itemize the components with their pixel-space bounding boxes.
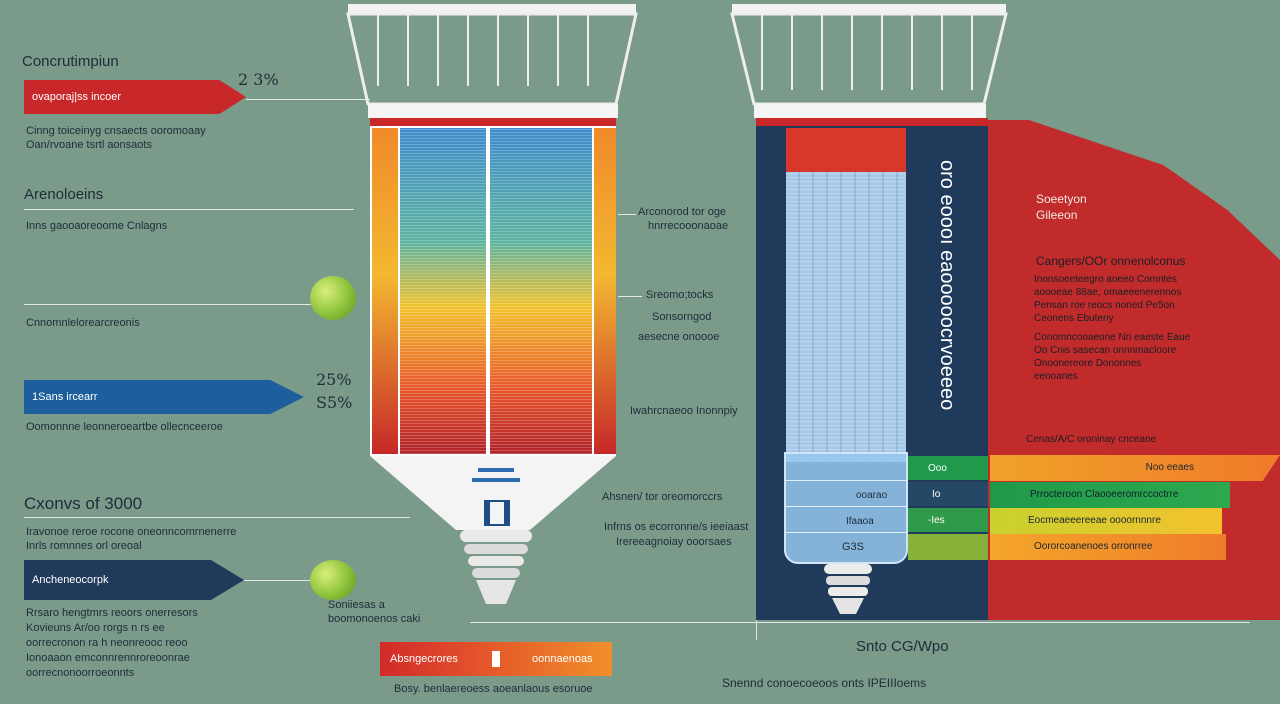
right-bottom-title: Snto CG/Wpo [856,638,949,655]
red-title-2: Gileeon [1036,208,1078,222]
navy-desc-2: Kovieuns Ar/oo rorgs n rs ee [26,622,165,634]
red-p2-1: Conomncooaeone Nn eaeste Eaue [1034,332,1191,343]
ball-label-1: Soniiesas a [328,599,385,611]
red-p1-2: aoooeae 88ae, omaeeenerennos [1034,287,1182,298]
stripe-green-left-2 [908,508,988,532]
green-ball-2 [310,560,356,600]
right-axis-label: Cenas/A/C oroninay cnceaoe [1026,434,1157,445]
navy-desc-4: Ionoaaon emconnrennroreoonrae [26,652,190,664]
right-tick-1 [756,620,757,640]
bottom-center-banner: Absngecrores oonnaenoas [380,642,612,676]
center-bulb-illustration [346,4,638,604]
tank-label-3: G3S [842,541,865,553]
tank-label-1: ooarao [856,490,888,501]
navy-banner: Ancheneocorpk [24,560,244,600]
ball-label-2: boomonoenos caki [328,613,421,625]
center-label-3: Iwahrcnaeoo Inonnpiy [630,405,738,417]
right-fixture-illustration [730,4,1008,118]
red-p1-4: Ceonens Ebuteny [1034,313,1114,324]
section2-desc: Inns gaooaoreoome Cnlagns [26,220,168,232]
blue-pct-1: 25% [316,370,352,389]
blue-pct-2: S5% [316,393,353,412]
red-desc-2: Oan/rvoane tsrtl aonsaots [26,139,152,151]
center-label-1b: hnrrecooonaoae [648,220,729,232]
center-label-2c: aesecne onoooe [638,331,720,343]
center-leader-1 [618,214,636,215]
stripe-green-2: Prrocteroon Claooeeromrccoctrre [990,482,1230,508]
center-label-2a: Sreomo;tocks [646,289,714,301]
section4-line [24,517,410,518]
center-label-2b: Sonsorngod [652,311,712,323]
section4-desc-1: Iravonoe reroe rocone oneonncomrnenerre [26,526,237,538]
red-title-1: Soeetyon [1036,192,1087,206]
tank-divider-2 [786,506,906,507]
tank-label-2: Ifaaoa [846,516,874,527]
stripe-lime-left [908,534,988,560]
red-banner-pct: 2 3% [238,70,279,89]
bottom-center-caption: Bosy. benlaereoess aoeanlaous esoruoe [394,683,593,695]
tank-value-2: Io [932,489,941,500]
red-sub: Cangers/OOr onnenolconus [1036,254,1186,268]
navy-desc-1: Rrsaro hengtmrs reoors onerresors [26,607,198,619]
section2-line [24,209,354,210]
stripe-green-left [908,456,988,480]
bottom-banner-divider [492,651,500,667]
navy-desc-5: oorrecnonoorroeonnts [26,667,135,679]
red-p1-1: Inonsoeeteegro aoeeo Comntes [1034,274,1177,285]
stripe-orange-1: Noo eeaes [990,455,1280,481]
red-p2-3: Onoonereore Dononnes [1034,358,1142,369]
stripe-orange-4: Oororcoanenoes orronrree [990,534,1226,560]
navy-leader-line [244,580,318,581]
tank-value-3: -Ies [928,515,945,526]
red-p1-3: Pensan roe reocs noned Pe5on [1034,300,1175,311]
right-tank-lines [786,172,906,462]
right-bulb-base [824,564,872,614]
stripe-navy-left [908,482,988,506]
green-ball-1 [310,276,356,320]
right-tank-body [786,172,906,462]
red-leader-line [246,99,370,100]
tank-divider-3 [786,532,906,533]
section3-desc: Cnnomnlelorearcreonis [26,317,140,329]
tank-value-1: Ooo [928,463,947,474]
blue-banner: 1Sans ircearr [24,380,304,414]
blue-desc: Oomonnne leonneroeartbe ollecnceeroe [26,421,223,433]
center-label-5b: Irereeagnoiay ooorsaes [616,536,732,548]
center-label-5a: Infrns os ecorronne/s ieeiaast [604,521,749,533]
section4-desc-2: Inrls romnnes orl oreoal [26,540,142,552]
right-tank-cap [786,128,906,172]
red-desc-1: Cinng toiceinyg cnsaects ooromoaay [26,125,206,137]
right-navy-top-band [756,118,988,126]
stripe-yellow-3: Eocmeaeeereeae oooornnnre [990,508,1222,534]
red-p2-2: Oo Cnis sasecan onnnmacloore [1034,345,1177,356]
tank-divider-1 [786,480,906,481]
center-leader-2 [618,296,642,297]
right-tank-bottom [784,452,908,564]
right-vertical-text: oro eoooı eaooooocrvoeeeo [936,160,958,411]
right-bottom-caption: Snennd conoecoeoos onts IPEIIIoems [722,676,927,690]
center-label-1a: Arconorod tor oge [638,206,727,218]
bottom-banner-right: oonnaenoas [532,653,593,665]
red-p2-4: eenoanes [1034,371,1078,382]
navy-desc-3: oorrecronon ra h neonreooc reoo [26,637,188,649]
section3-line [24,304,320,305]
bottom-banner-left: Absngecrores [390,653,458,665]
red-banner: ovaporaj|ss incoer [24,80,246,114]
right-baseline [470,622,1250,623]
left-title: Concrutimpiun [22,53,119,70]
section4-title: Cxonvs of 3000 [24,494,143,513]
section2-title: Arenoloeins [24,186,104,203]
center-label-4: Ahsnen/ tor oreomorccrs [602,491,723,503]
